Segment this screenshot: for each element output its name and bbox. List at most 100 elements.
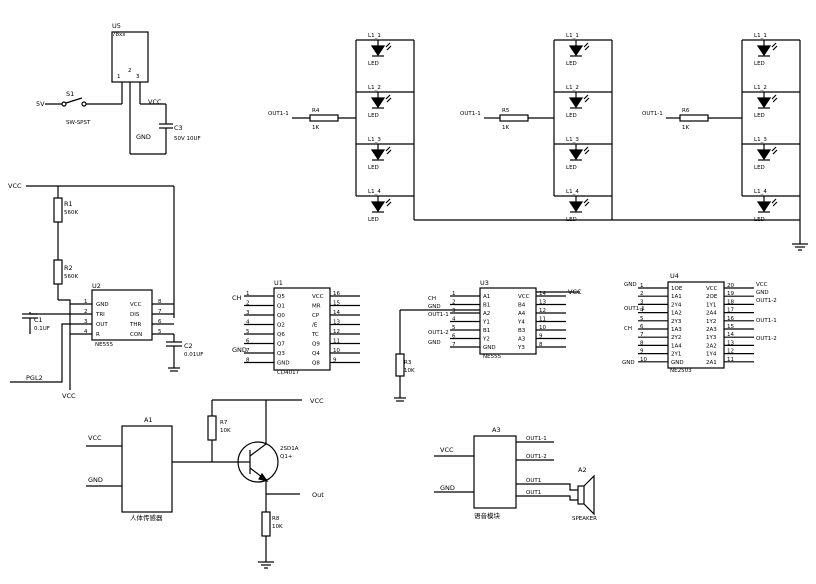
pin-label: B4 <box>518 303 526 309</box>
led-label: L1_4 <box>754 189 767 195</box>
pin-number: 8 <box>246 358 250 364</box>
vcc-a1-label: VCC <box>88 434 102 442</box>
u5-sub: 78xx <box>112 32 126 38</box>
gnd-a1-label: GND <box>88 476 103 484</box>
u3-label: U3 <box>480 279 489 287</box>
svg-text:OUT1-1: OUT1-1 <box>756 318 777 324</box>
pin-label: Y3 <box>517 345 525 351</box>
u4-chip-group: U4 NE2503 1OE11A122Y431A242Y351A362Y271A… <box>622 272 777 374</box>
svg-text:5: 5 <box>158 329 162 335</box>
pin-number: 9 <box>640 349 644 355</box>
pin-number: 10 <box>640 357 647 363</box>
u1-chip-name: CD4017 <box>277 370 300 376</box>
pin-label: A4 <box>518 311 526 317</box>
out1-3-label: OUT1 <box>526 478 541 484</box>
pin-number: 9 <box>333 358 337 364</box>
led-value: LED <box>368 217 379 223</box>
pin-label: Q8 <box>312 361 320 367</box>
pin-label: 2Y4 <box>671 302 682 308</box>
r1-label: R1 <box>64 200 73 208</box>
pin-label: Q9 <box>312 342 320 348</box>
pin-label: 1A2 <box>671 311 682 317</box>
speaker-label: SPEAKER <box>572 516 597 522</box>
led-out-label: OUT1-1 <box>460 111 481 117</box>
c1-value: 0.1UF <box>34 326 50 332</box>
pin-number: 9 <box>539 334 543 340</box>
svg-text:10K: 10K <box>404 368 415 374</box>
led-icon <box>568 97 584 109</box>
svg-text:VCC: VCC <box>756 282 768 288</box>
svg-text:CH: CH <box>232 294 242 302</box>
pin-number: 11 <box>333 339 340 345</box>
svg-text:GND: GND <box>96 302 109 308</box>
u4-chip-name: NE2503 <box>670 368 692 374</box>
led-resistor-label: R5 <box>502 108 510 114</box>
svg-text:CH: CH <box>428 296 436 302</box>
resistor-r3 <box>395 353 405 377</box>
pin-number: 15 <box>727 324 734 330</box>
led-value: LED <box>754 113 765 119</box>
pin-number: 5 <box>246 329 250 335</box>
pin-label: B1 <box>483 303 490 309</box>
pin-label: 1A4 <box>671 343 682 349</box>
pin-label: 2Y3 <box>671 319 682 325</box>
led-icon <box>568 201 584 213</box>
svg-text:GND: GND <box>756 290 769 296</box>
c3-value: 50V 10UF <box>174 136 201 142</box>
svg-text:TRI: TRI <box>95 312 105 318</box>
led-value: LED <box>566 165 577 171</box>
pin-label: 2A4 <box>706 311 717 317</box>
resistor-r7 <box>207 415 217 441</box>
pin-label: 2Y1 <box>671 352 681 358</box>
pin-label: Q2 <box>277 323 285 329</box>
pin-number: 5 <box>640 316 644 322</box>
led-resistor <box>309 114 339 122</box>
pin-number: 17 <box>727 308 734 314</box>
a1-title: 人体传感器 <box>130 513 163 522</box>
vcc-bottom-label: VCC <box>62 392 76 400</box>
pin-label: 1OE <box>671 286 683 292</box>
pin-number: 1 <box>246 291 250 297</box>
pin-number: 13 <box>539 300 546 306</box>
u2-chip-name: NE555 <box>95 342 114 348</box>
gnd-reg-label: GND <box>136 133 151 141</box>
pin-number: 13 <box>727 340 734 346</box>
c2-value: 0.01UF <box>184 352 203 358</box>
led-label: L1_3 <box>368 137 381 143</box>
pin-label: Y4 <box>517 320 525 326</box>
pin-label: B3 <box>518 328 526 334</box>
switch-contact <box>81 101 87 107</box>
pin-label: Q0 <box>277 313 285 319</box>
led-resistor <box>499 114 529 122</box>
pin-label: VCC <box>518 294 530 300</box>
svg-text:THR: THR <box>129 322 141 328</box>
led-icon <box>370 201 386 213</box>
pin-number: 14 <box>539 291 546 297</box>
svg-text:6: 6 <box>158 319 162 325</box>
led-label: L1_1 <box>368 33 381 39</box>
pin-label: TC <box>311 332 319 338</box>
svg-text:OUT1-1: OUT1-1 <box>428 312 449 318</box>
a3-label: A3 <box>492 426 501 434</box>
u1-chip <box>273 287 331 371</box>
pin-label: Q6 <box>277 332 285 338</box>
vcc-left-label: VCC <box>8 182 22 190</box>
svg-text:OUT1-1: OUT1-1 <box>624 306 645 312</box>
c1-label: C1 <box>34 316 43 324</box>
voice-section: A3 语音模块 VCC GND OUT1-1 OUT1-2 OUT1 OUT1 … <box>434 426 597 522</box>
pin-label: B1 <box>483 328 490 334</box>
a3-module <box>473 435 517 509</box>
pin-number: 4 <box>246 320 250 326</box>
pin-label: A3 <box>518 337 526 343</box>
pin-number: 8 <box>640 340 644 346</box>
pin-label: CP <box>312 313 320 319</box>
pin-number: 6 <box>640 324 644 330</box>
c3-label: C3 <box>174 124 183 132</box>
pin-number: 3 <box>640 299 644 305</box>
led-resistor <box>679 114 709 122</box>
svg-text:2: 2 <box>128 68 132 74</box>
sensor-section: A1 人体传感器 VCC GND R7 10K VCC 2SD1A Q1+ Ou… <box>86 397 324 569</box>
svg-text:8: 8 <box>158 299 162 305</box>
u5-label: U5 <box>112 22 121 30</box>
